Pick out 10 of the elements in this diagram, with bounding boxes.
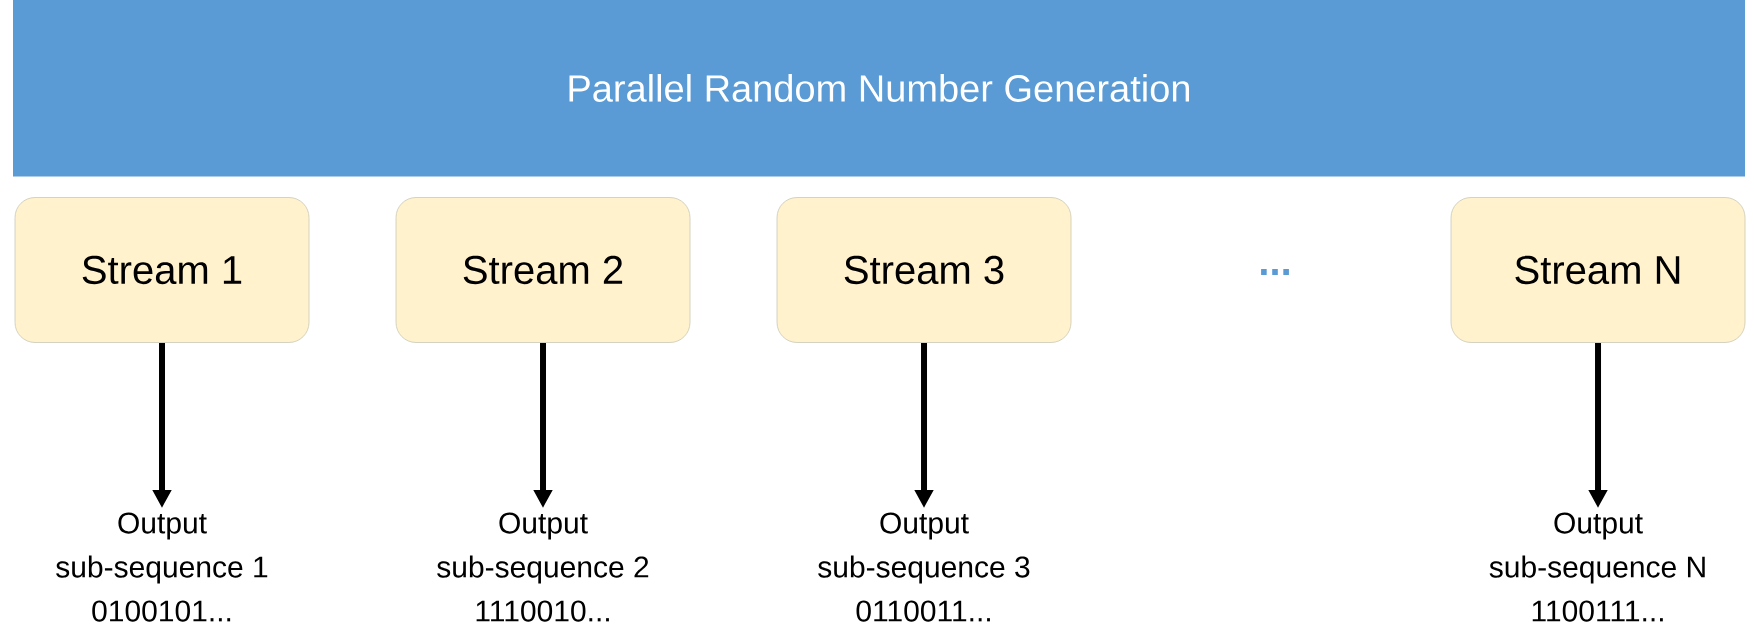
stream-box: Stream 3 — [776, 197, 1072, 343]
stream-box: Stream 1 — [14, 197, 310, 343]
output-text: Output sub-sequence 2 1110010... — [437, 512, 649, 622]
ellipsis: ... — [1261, 269, 1289, 275]
output-text: Output sub-sequence 3 0110011... — [818, 512, 1030, 622]
stream-box: Stream 2 — [395, 197, 691, 343]
stream-box: Stream N — [1450, 197, 1746, 343]
title-banner: Parallel Random Number Generation — [13, 0, 1745, 177]
output-text: Output sub-sequence N 1100111... — [1489, 512, 1705, 622]
output-text: Output sub-sequence 1 0100101... — [56, 512, 268, 622]
